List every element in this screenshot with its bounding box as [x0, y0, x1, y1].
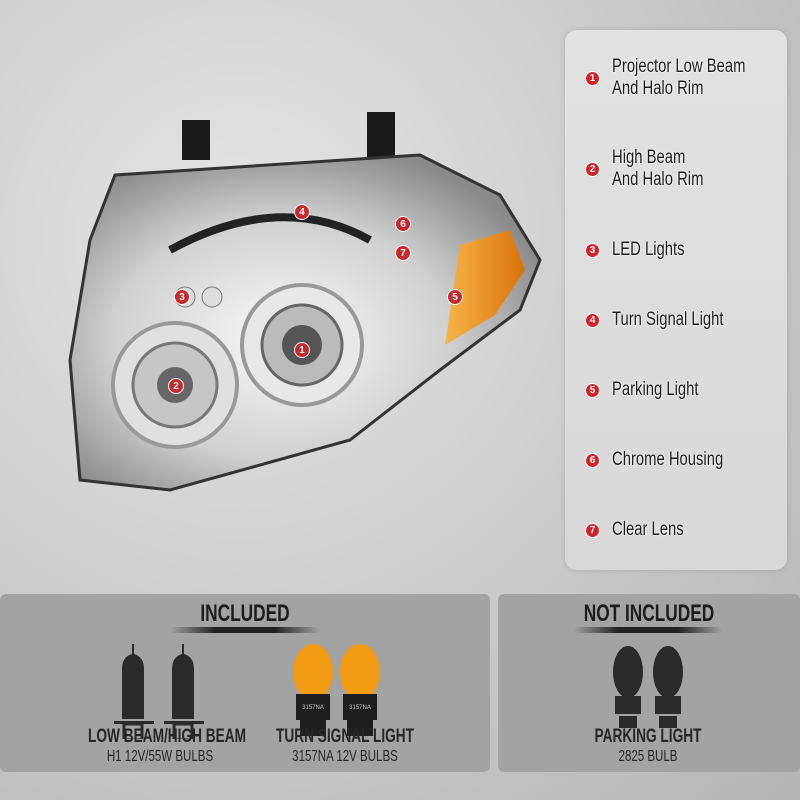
legend-label: High Beam	[612, 147, 686, 168]
legend-label: Parking Light	[612, 379, 699, 400]
legend-item: 4 Turn Signal Light	[585, 309, 755, 331]
legend-item: 3 LED Lights	[585, 239, 705, 261]
number-badge: 1	[585, 70, 600, 86]
title-underline	[573, 627, 723, 633]
item-name: TURN SIGNAL LIGHT	[275, 726, 415, 747]
number-badge: 7	[585, 522, 600, 538]
legend-label: Chrome Housing	[612, 449, 724, 470]
marker-6: 6	[395, 216, 411, 232]
number-badge: 5	[585, 382, 600, 398]
bulb-label: 3157NA	[349, 705, 371, 711]
not-included-title: NOT INCLUDED	[583, 600, 715, 627]
h1-bulb-icon	[114, 644, 204, 739]
number-badge: 4	[585, 312, 600, 328]
legend-label: And Halo Rim	[612, 169, 704, 190]
bulb-label: 3157NA	[302, 705, 324, 711]
legend-label: Clear Lens	[612, 519, 684, 540]
parking-bulb-icon	[613, 646, 683, 728]
marker-7: 7	[395, 245, 411, 261]
amber-bulb-icon: 3157NA 3157NA	[293, 644, 380, 736]
item-spec: H1 12V/55W BULBS	[106, 748, 214, 765]
legend-item: 7 Clear Lens	[585, 519, 704, 541]
legend-item: 5 Parking Light	[585, 379, 723, 401]
number-badge: 3	[585, 242, 600, 258]
marker-5: 5	[447, 289, 463, 305]
title-underline	[170, 627, 320, 633]
legend-label: LED Lights	[612, 239, 685, 260]
item-name: LOW BEAM/HIGH BEAM	[88, 726, 247, 747]
legend-label: Projector Low Beam	[612, 56, 746, 77]
headlight-image	[68, 112, 542, 492]
marker-2: 2	[168, 378, 184, 394]
legend-label: And Halo Rim	[612, 78, 704, 99]
number-badge: 2	[585, 161, 600, 177]
included-title: INCLUDED	[200, 600, 290, 627]
included-panel: INCLUDED 3157NA 3157NA LOW BEAM/HIGH BEA…	[0, 594, 490, 772]
legend-item: 6 Chrome Housing	[585, 449, 755, 471]
number-badge: 6	[585, 452, 600, 468]
item-spec: 3157NA 12V BULBS	[292, 748, 398, 765]
marker-4: 4	[294, 204, 310, 220]
item-spec: 2825 BULB	[618, 748, 678, 765]
marker-1: 1	[294, 342, 310, 358]
legend-label: Turn Signal Light	[612, 309, 724, 330]
item-name: PARKING LIGHT	[594, 726, 702, 747]
marker-3: 3	[174, 289, 190, 305]
